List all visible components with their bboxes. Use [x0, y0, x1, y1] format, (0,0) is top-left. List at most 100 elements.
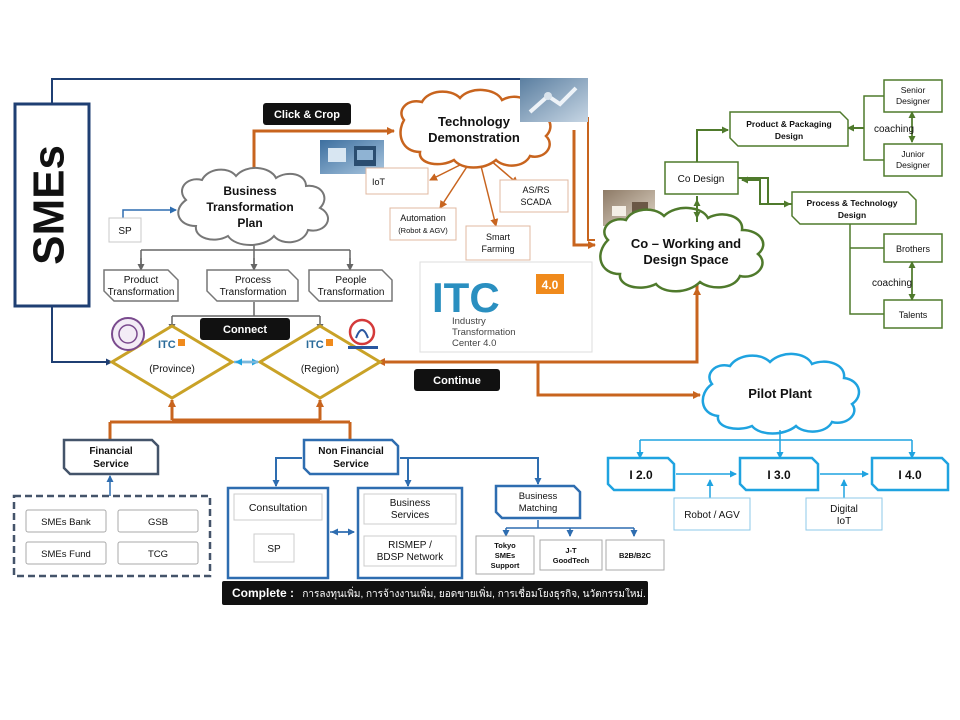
svg-text:Farming: Farming [481, 244, 514, 254]
svg-text:TCG: TCG [148, 549, 168, 560]
transformation-to-diamonds-lines [171, 302, 321, 328]
tech-to-coworking-connector [572, 130, 596, 249]
nonfin-to-matching [400, 457, 542, 485]
robot-photo [520, 78, 588, 122]
tech-to-automation-spoke [439, 161, 471, 209]
svg-text:Technology: Technology [438, 114, 511, 129]
codesign-to-product-design [696, 126, 729, 162]
region-diamond: ITC (Region) [257, 324, 383, 400]
svg-text:Junior: Junior [901, 149, 924, 159]
tech-to-smart-spoke [479, 161, 499, 227]
svg-text:(Province): (Province) [149, 364, 195, 375]
continue-tag: Continue [414, 369, 500, 391]
svg-text:Tokyo: Tokyo [494, 541, 516, 550]
svg-text:Co – Working and: Co – Working and [631, 236, 741, 251]
plan-sp-connector [122, 206, 177, 218]
continue-to-pilot-connector [536, 362, 701, 399]
talent-bracket [849, 224, 884, 315]
svg-text:Business: Business [519, 491, 558, 502]
services-branch-bar [110, 420, 350, 424]
asrs-box: AS/RS SCADA [499, 179, 569, 213]
region-emblem [348, 318, 378, 349]
svg-text:Transformation: Transformation [220, 287, 287, 298]
svg-text:Service: Service [333, 459, 369, 470]
svg-text:Automation: Automation [400, 213, 446, 223]
pilot-plant-cloud: Pilot Plant [701, 352, 861, 435]
svg-text:Digital: Digital [830, 504, 858, 515]
svg-text:Consultation: Consultation [249, 502, 308, 514]
product-packaging-box: Product & Packaging Design [729, 111, 849, 147]
b2b-box: B2B/B2C [605, 539, 665, 571]
province-diamond: ITC (Province) [109, 324, 235, 400]
svg-text:Transformation: Transformation [452, 327, 516, 338]
svg-text:Design: Design [838, 210, 866, 220]
brothers-box: Brothers [883, 233, 943, 263]
iot-box: IoT [365, 167, 429, 195]
talents-box: Talents [883, 299, 943, 329]
svg-text:SMEs Fund: SMEs Fund [41, 549, 91, 560]
nonfin-to-consultation [272, 457, 302, 487]
svg-text:IoT: IoT [372, 177, 386, 187]
svg-text:IoT: IoT [837, 516, 851, 527]
svg-text:Transformation: Transformation [108, 287, 175, 298]
svg-text:RISMEP /: RISMEP / [388, 540, 432, 551]
svg-text:SCADA: SCADA [520, 197, 551, 207]
svg-text:B2B/B2C: B2B/B2C [619, 551, 652, 560]
smart-farming-box: Smart Farming [465, 225, 531, 261]
svg-text:Process & Technology: Process & Technology [806, 198, 897, 208]
i2-box: I 2.0 [606, 456, 676, 492]
svg-text:Connect: Connect [223, 324, 267, 336]
svg-text:BDSP Network: BDSP Network [377, 552, 445, 563]
junior-designer-box: Junior Designer [883, 143, 943, 177]
coaching-label-1: coaching [874, 124, 914, 135]
codesign-to-process-design [738, 177, 791, 208]
svg-text:Complete : การลงทุนเพิ่ม: Complete : การลงทุนเพิ่ม, การจ้างงานเพิ่… [232, 586, 646, 600]
codesign-box: Co Design [664, 161, 739, 195]
svg-text:Matching: Matching [519, 503, 558, 514]
svg-text:SMEs Bank: SMEs Bank [41, 517, 91, 528]
svg-text:Business: Business [223, 184, 277, 198]
fin-item-gsb: GSB [117, 509, 199, 533]
coworking-to-tech-connector [564, 114, 595, 241]
robot-agv-box: Robot / AGV [673, 497, 751, 531]
business-plan-cloud: Business Transformation Plan [177, 167, 329, 246]
svg-text:(Region): (Region) [301, 364, 339, 375]
province-seal [111, 317, 145, 351]
tech-demo-cloud: Technology Demonstration [399, 88, 552, 169]
svg-text:Support: Support [491, 561, 520, 570]
svg-text:Transformation: Transformation [206, 200, 293, 214]
jt-box: J-T GoodTech [539, 539, 603, 571]
fin-item-smes-bank: SMEs Bank [25, 509, 107, 533]
connect-tag: Connect [200, 318, 290, 340]
smes-box: SMEs [13, 102, 91, 308]
i4-box: I 4.0 [870, 456, 950, 492]
automation-box: Automation (Robot & AGV) [389, 207, 457, 241]
svg-text:Designer: Designer [896, 160, 930, 170]
fin-item-tcg: TCG [117, 541, 199, 565]
svg-text:Robot / AGV: Robot / AGV [684, 510, 740, 521]
svg-text:Center 4.0: Center 4.0 [452, 338, 496, 349]
fin-item-smes-fund: SMEs Fund [25, 541, 107, 565]
svg-text:Plan: Plan [237, 216, 262, 230]
financial-service-box: Financial Service [62, 438, 160, 476]
svg-text:Senior: Senior [901, 85, 926, 95]
non-financial-service-box: Non Financial Service [302, 438, 400, 476]
plan-sp-box: SP [108, 217, 142, 243]
svg-text:I 3.0: I 3.0 [767, 468, 791, 482]
svg-text:Product: Product [124, 275, 159, 286]
people-transformation-box: People Transformation [308, 269, 393, 302]
svg-text:Product & Packaging: Product & Packaging [746, 119, 832, 129]
svg-text:J-T: J-T [565, 546, 577, 555]
svg-text:SP: SP [118, 226, 132, 237]
click-crop-tag: Click & Crop [263, 103, 351, 125]
svg-text:Continue: Continue [433, 375, 481, 387]
svg-text:Industry: Industry [452, 316, 486, 327]
svg-text:AS/RS: AS/RS [522, 185, 549, 195]
consultation-group: Consultation SP [226, 486, 330, 580]
business-services-group: Business Services RISMEP / BDSP Network [356, 486, 464, 580]
svg-text:Co Design: Co Design [678, 174, 725, 185]
svg-text:Non Financial: Non Financial [318, 446, 384, 457]
svg-text:GSB: GSB [148, 517, 168, 528]
